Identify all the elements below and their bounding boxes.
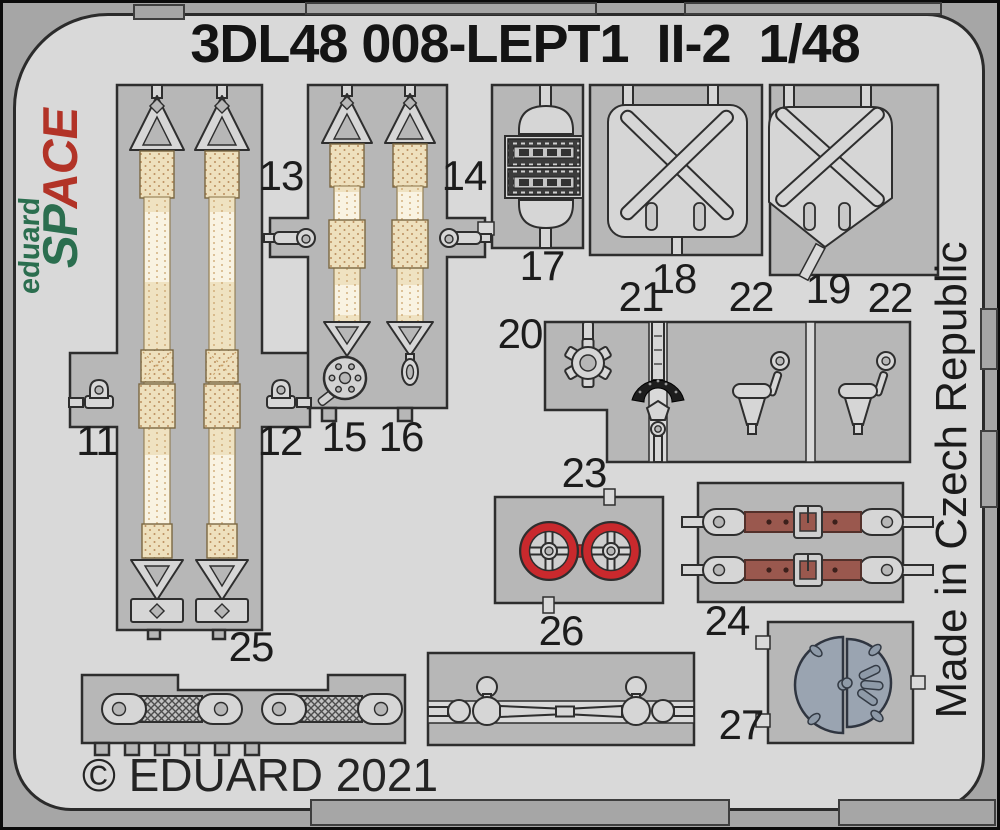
made-in-text: Made in Czech Republic xyxy=(927,241,976,719)
part-number-label-15: 15 xyxy=(321,413,368,460)
part-number-label-12: 12 xyxy=(257,417,304,464)
fret-edge-notch xyxy=(310,799,730,826)
space-logo-text: SPACE xyxy=(34,103,88,272)
quadrant-part-21 xyxy=(631,321,685,463)
part-number-label-18: 18 xyxy=(651,255,698,302)
part-number-label-17: 17 xyxy=(519,242,566,289)
part-number-label-27: 27 xyxy=(718,701,765,748)
maroon-strap-part-24 xyxy=(681,553,934,587)
part-number-label-20: 20 xyxy=(497,310,544,357)
fret-edge-notch xyxy=(305,2,597,15)
part-number-label-11: 11 xyxy=(76,417,119,464)
fret-edge-notch xyxy=(838,799,996,826)
belt-link-part-16 xyxy=(401,353,419,386)
red-ring-parts xyxy=(520,522,640,580)
plate-rod-assembly xyxy=(426,651,696,747)
fret-edge-notch xyxy=(980,308,998,370)
foot-strap-part-25 xyxy=(101,693,243,725)
part-number-label-16: 16 xyxy=(378,413,425,460)
part-number-label-13: 13 xyxy=(258,152,305,199)
copyright-text: © EDUARD 2021 xyxy=(82,749,439,801)
maroon-strap-part-24 xyxy=(681,505,934,539)
part-number-label-24: 24 xyxy=(704,597,751,644)
grille-part-17 xyxy=(504,84,584,249)
plate-seatbelts-13-16 xyxy=(268,83,487,410)
part-number-label-21: 21 xyxy=(618,273,665,320)
rod-assembly-part xyxy=(427,676,695,726)
part-number-label-23: 23 xyxy=(561,449,608,496)
x-panel-part-18 xyxy=(607,84,748,256)
x-panel-part-19 xyxy=(768,84,893,282)
eduard-space-logo: eduard SPACE xyxy=(14,78,88,295)
disc-part-27 xyxy=(793,635,893,735)
fret-edge-notch xyxy=(133,4,185,20)
part-number-label-14: 14 xyxy=(441,152,488,199)
plate-levers-20-22 xyxy=(543,320,912,464)
fret-edge-notch xyxy=(980,430,998,508)
plate-seatbelts-11-12 xyxy=(68,83,312,632)
gear-part-20 xyxy=(564,321,612,388)
fret-edge-notch xyxy=(684,2,942,15)
part-number-label-22b: 22 xyxy=(867,274,914,321)
fret-title: 3DL48 008-LEPT1 II-2 1/48 xyxy=(190,14,860,74)
part-number-label-26: 26 xyxy=(538,607,585,654)
foot-strap-part-25 xyxy=(261,693,403,725)
rotary-buckle-part-15 xyxy=(317,355,368,407)
part-number-label-19: 19 xyxy=(805,265,852,312)
part-number-label-22: 22 xyxy=(728,273,775,320)
part-number-label-25: 25 xyxy=(228,623,275,670)
